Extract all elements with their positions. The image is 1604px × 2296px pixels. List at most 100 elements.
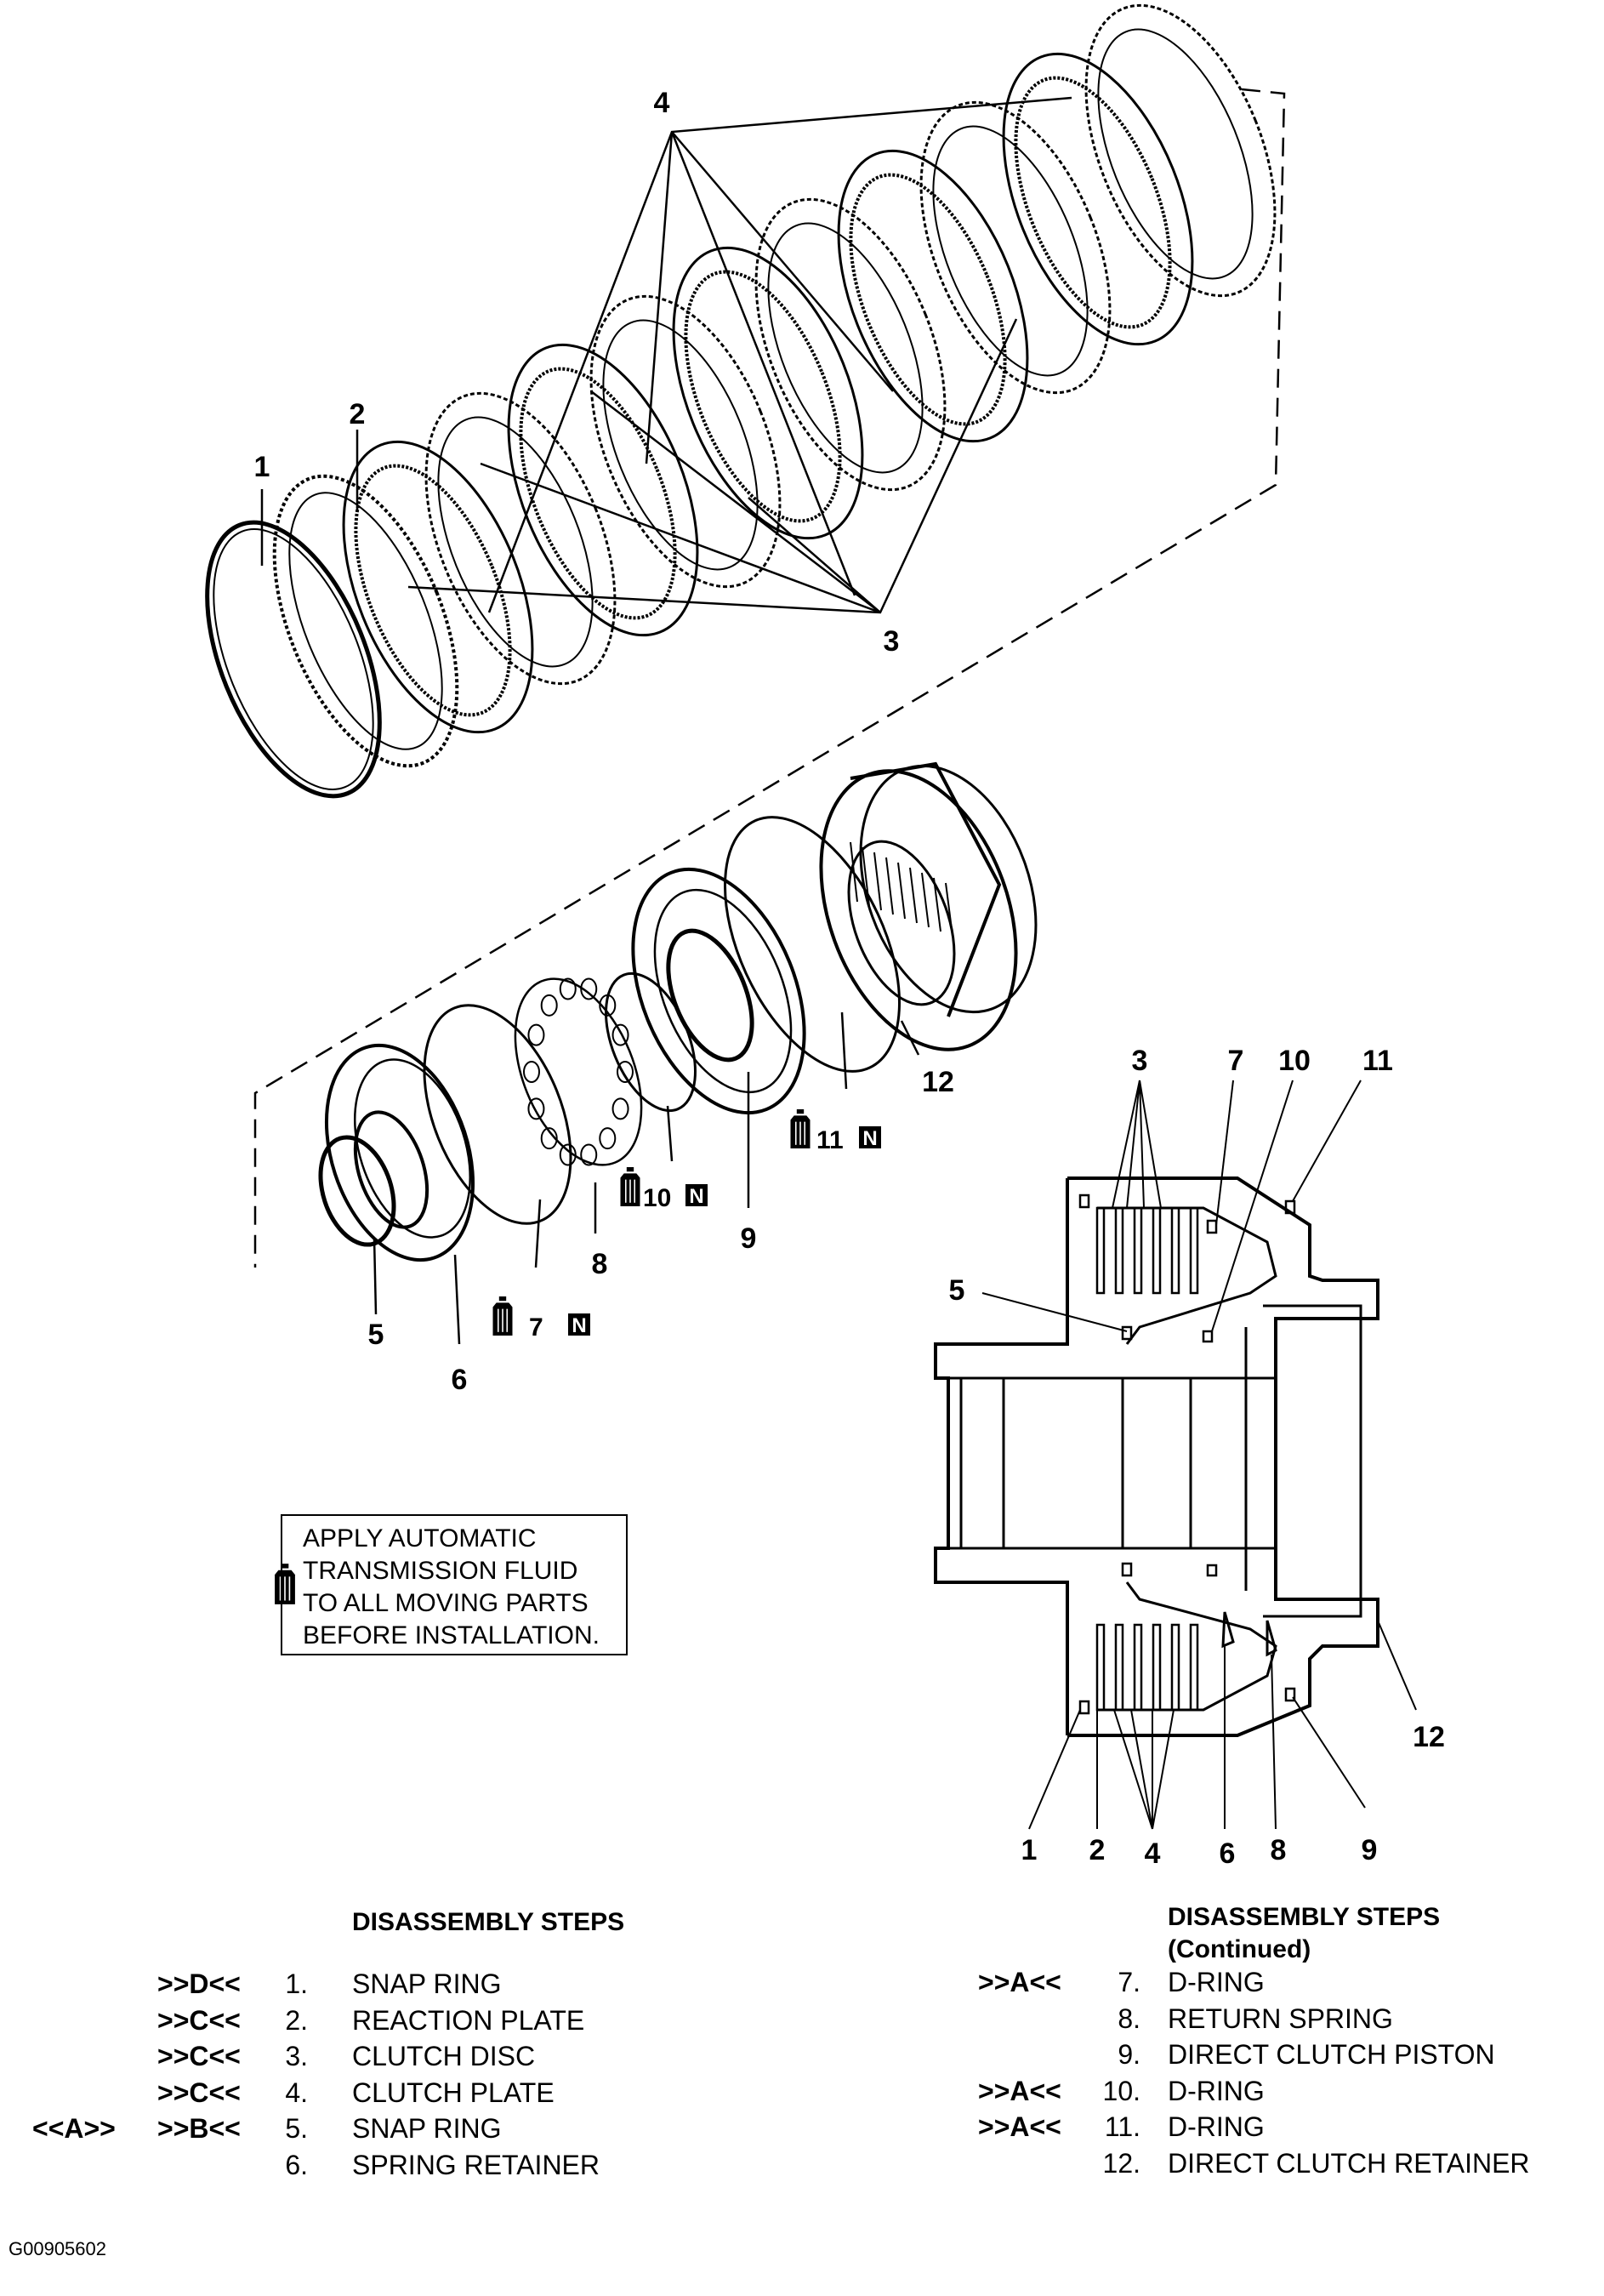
callout-upper-1: 1 (254, 451, 270, 483)
clutch-disc (754, 197, 947, 492)
steps-subheading-right: (Continued) (1168, 1935, 1311, 1963)
part-spring-retainer (324, 1043, 475, 1262)
callout-section-12: 12 (1413, 1721, 1445, 1753)
clutch-plate (342, 440, 534, 734)
step-row: 6.SPRING RETAINER (0, 2150, 1604, 2184)
step-row: >>C<< 3. CLUTCH DISC (0, 2041, 1604, 2075)
step-mark: >>B<< (157, 2113, 241, 2144)
step-number: 7. (1118, 1967, 1140, 1997)
callout-section-9: 9 (1362, 1834, 1378, 1866)
step-name: DIRECT CLUTCH RETAINER (1168, 2147, 1530, 2179)
clutch-pack-group (205, 3, 1286, 1268)
step-pre-mark: <<A>> (32, 2113, 116, 2144)
step-mark: >>A<< (978, 2111, 1061, 2142)
callout-section-7: 7 (1228, 1045, 1244, 1077)
step-number: 9. (1118, 2039, 1140, 2070)
badge-7-number: 7 (529, 1313, 543, 1342)
part-d-ring-7 (423, 1004, 572, 1225)
callout-section-5: 5 (949, 1274, 965, 1307)
part-d-ring-11 (723, 816, 902, 1073)
step-number: 2. (285, 2004, 308, 2036)
callout-upper-2: 2 (350, 398, 366, 430)
part-direct-clutch-piston (631, 867, 806, 1115)
step-row: >>C<< 2. REACTION PLATE (0, 2005, 1604, 2039)
step-mark: >>C<< (157, 2077, 241, 2108)
badge-11-mark: N (862, 1127, 877, 1150)
badge-11: 11 N (789, 1109, 881, 1154)
step-number: 12. (1102, 2147, 1140, 2179)
step-number: 3. (285, 2041, 308, 2071)
badge-11-number: 11 (816, 1126, 844, 1154)
callout-section-1: 1 (1021, 1834, 1038, 1866)
clutch-plate (1002, 52, 1194, 346)
note-line-3: TO ALL MOVING PARTS (303, 1589, 589, 1617)
step-row: 12. DIRECT CLUTCH RETAINER (0, 2148, 1604, 2182)
steps-heading-left: DISASSEMBLY STEPS (352, 1908, 625, 1936)
note-line-4: BEFORE INSTALLATION. (303, 1621, 600, 1649)
callout-section-8: 8 (1271, 1834, 1287, 1866)
step-number: 11. (1104, 2111, 1140, 2142)
step-name: D-RING (1168, 2075, 1265, 2106)
step-number: 4. (285, 2077, 308, 2108)
callout-section-11: 11 (1362, 1045, 1393, 1077)
step-row: <<A>>>>B<<5.SNAP RING (0, 2113, 1604, 2147)
oil-can-icon (789, 1109, 811, 1148)
callout-section-4: 4 (1145, 1837, 1161, 1870)
badge-10-mark: N (689, 1185, 703, 1208)
step-row: 8. RETURN SPRING (0, 2003, 1604, 2037)
callout-section-3: 3 (1132, 1045, 1148, 1077)
badge-10-number: 10 (643, 1184, 671, 1212)
note-line-2: TRANSMISSION FLUID (303, 1557, 578, 1585)
callout-section-2: 2 (1089, 1834, 1106, 1866)
step-name: CLUTCH DISC (352, 2041, 536, 2071)
step-mark: >>D<< (157, 1968, 241, 1999)
callout-section-10: 10 (1278, 1045, 1311, 1077)
badge-10: 10 N (619, 1167, 708, 1212)
clutch-disc (919, 100, 1112, 395)
step-number: 5. (285, 2113, 308, 2144)
part-direct-clutch-retainer (819, 769, 1018, 1051)
callout-lower-8: 8 (592, 1248, 608, 1280)
step-mark: >>C<< (157, 2004, 241, 2036)
step-row: 9. DIRECT CLUTCH PISTON (0, 2039, 1604, 2073)
step-number: 1. (285, 1968, 308, 1999)
clutch-disc (589, 294, 782, 589)
step-name: CLUTCH PLATE (352, 2077, 555, 2108)
figure-code: G00905602 (9, 2238, 106, 2259)
badge-7-mark: N (572, 1314, 586, 1337)
clutch-plate (672, 246, 864, 540)
oil-can-icon (492, 1296, 514, 1336)
clutch-plate (507, 343, 699, 637)
step-name: RETURN SPRING (1168, 2003, 1393, 2034)
callout-upper-3: 3 (884, 625, 900, 658)
step-name: REACTION PLATE (352, 2004, 585, 2036)
step-number: 10. (1102, 2075, 1140, 2106)
step-name: D-RING (1168, 2111, 1265, 2142)
step-row: >>C<< 4. CLUTCH PLATE (0, 2077, 1604, 2111)
part-d-ring-10 (605, 971, 697, 1113)
piston-group (318, 761, 1038, 1345)
step-name: DIRECT CLUTCH PISTON (1168, 2039, 1495, 2070)
step-name: D-RING (1168, 1967, 1265, 1997)
badge-7: 7 N (492, 1296, 590, 1342)
step-name: SNAP RING (352, 1968, 502, 1999)
callout-section-6: 6 (1220, 1837, 1236, 1870)
step-row: >>A<< 10. D-RING (0, 2076, 1604, 2110)
callout-upper-4: 4 (654, 87, 670, 119)
part-return-spring (514, 977, 643, 1166)
step-number: 8. (1118, 2003, 1140, 2034)
callout-lower-12: 12 (922, 1066, 954, 1098)
step-number: 6. (285, 2149, 308, 2180)
fluid-note-box: APPLY AUTOMATIC TRANSMISSION FLUID TO AL… (281, 1514, 628, 1655)
step-mark: >>C<< (157, 2041, 241, 2071)
callout-lower-5: 5 (368, 1319, 384, 1351)
step-mark: >>A<< (978, 1967, 1061, 1997)
step-row: >>D<< 1. SNAP RING (0, 1968, 1604, 2003)
clutch-plate (837, 149, 1029, 443)
clutch-disc (424, 391, 617, 686)
callout-labels: 4 2 1 3 5 6 8 9 12 3 7 10 11 5 12 1 2 4 … (254, 87, 1445, 1870)
step-mark: >>A<< (978, 2075, 1061, 2106)
step-row: >>A<< 11. D-RING (0, 2111, 1604, 2145)
steps-heading-right: DISASSEMBLY STEPS (1168, 1903, 1441, 1931)
